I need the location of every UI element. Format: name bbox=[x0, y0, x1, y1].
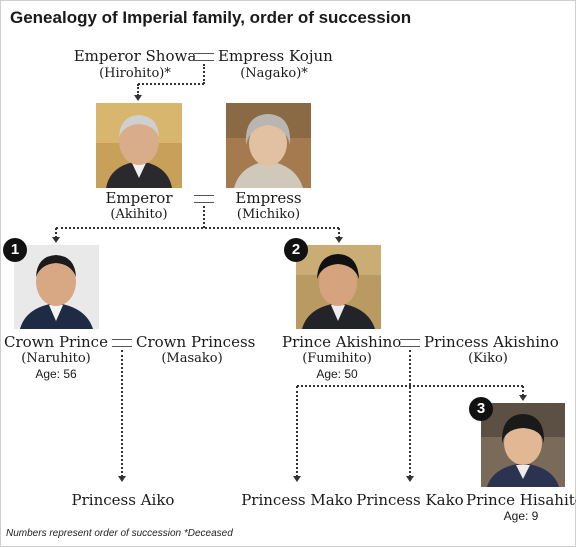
princess-akishino-title: Princess Akishino bbox=[424, 333, 559, 351]
empress-name: (Michiko) bbox=[236, 207, 301, 222]
diagram-title: Genealogy of Imperial family, order of s… bbox=[10, 8, 412, 27]
emperor-showa-title: Emperor Showa bbox=[73, 47, 197, 65]
connector-to-princess-kako bbox=[409, 350, 411, 477]
prince-akishino-age: Age: 50 bbox=[316, 367, 358, 381]
connector-to-prince-akishino bbox=[338, 228, 340, 238]
succession-order-badge: 3 bbox=[469, 397, 493, 421]
crown-princess-title: Crown Princess bbox=[136, 333, 256, 351]
prince-hisahito-title: Prince Hisahito bbox=[466, 491, 576, 509]
arrow-to-princess-kako bbox=[406, 476, 414, 482]
arrow-to-princess-aiko bbox=[118, 476, 126, 482]
crown-prince-photo bbox=[14, 245, 99, 329]
prince-akishino-title: Prince Akishino bbox=[282, 333, 402, 351]
succession-order-badge: 2 bbox=[284, 238, 308, 262]
crown-princess-name: (Masako) bbox=[161, 351, 223, 366]
marriage-link-akishino bbox=[400, 339, 420, 347]
empress-photo bbox=[226, 103, 311, 188]
connector-showa-across bbox=[138, 83, 204, 85]
connector-showa-down bbox=[203, 64, 205, 84]
arrow-to-prince-hisahito bbox=[519, 395, 527, 401]
princess-akishino-name: (Kiko) bbox=[468, 351, 508, 366]
prince-akishino-photo bbox=[296, 245, 381, 329]
emperor-showa-name: (Hirohito)* bbox=[99, 66, 171, 81]
connector-to-princess-aiko bbox=[121, 350, 123, 477]
footnote: Numbers represent order of succession *D… bbox=[6, 528, 233, 539]
succession-order-badge: 1 bbox=[3, 238, 27, 262]
connector-to-prince-hisahito bbox=[522, 386, 524, 396]
connector-to-princess-mako bbox=[296, 386, 298, 477]
connector-emperor-across bbox=[56, 227, 339, 229]
arrow-to-prince-akishino bbox=[335, 237, 343, 243]
prince-hisahito-age: Age: 9 bbox=[503, 509, 539, 523]
emperor-title: Emperor bbox=[105, 189, 173, 207]
prince-akishino-name: (Fumihito) bbox=[302, 351, 372, 366]
connector-to-emperor bbox=[137, 84, 139, 96]
empress-kojun-title: Empress Kojun bbox=[218, 47, 333, 65]
crown-prince-age: Age: 56 bbox=[35, 367, 77, 381]
arrow-to-princess-mako bbox=[293, 476, 301, 482]
arrow-to-emperor bbox=[134, 95, 142, 101]
arrow-to-crown-prince bbox=[52, 237, 60, 243]
connector-emperor-down bbox=[203, 206, 205, 228]
emperor-name: (Akihito) bbox=[110, 207, 168, 222]
empress-kojun-name: (Nagako)* bbox=[240, 66, 308, 81]
emperor-photo bbox=[96, 103, 182, 188]
connector-to-crown-prince bbox=[55, 228, 57, 238]
marriage-link-crown-prince bbox=[112, 339, 132, 347]
crown-prince-name: (Naruhito) bbox=[21, 351, 91, 366]
marriage-link-showa bbox=[194, 53, 214, 61]
marriage-link-emperor bbox=[194, 195, 214, 203]
prince-hisahito-photo bbox=[481, 403, 565, 487]
princess-aiko-title: Princess Aiko bbox=[71, 491, 175, 509]
princess-kako-title: Princess Kako bbox=[356, 491, 464, 509]
crown-prince-title: Crown Prince bbox=[4, 333, 108, 351]
connector-akishino-across bbox=[297, 385, 523, 387]
princess-mako-title: Princess Mako bbox=[241, 491, 353, 509]
empress-title: Empress bbox=[235, 189, 302, 207]
